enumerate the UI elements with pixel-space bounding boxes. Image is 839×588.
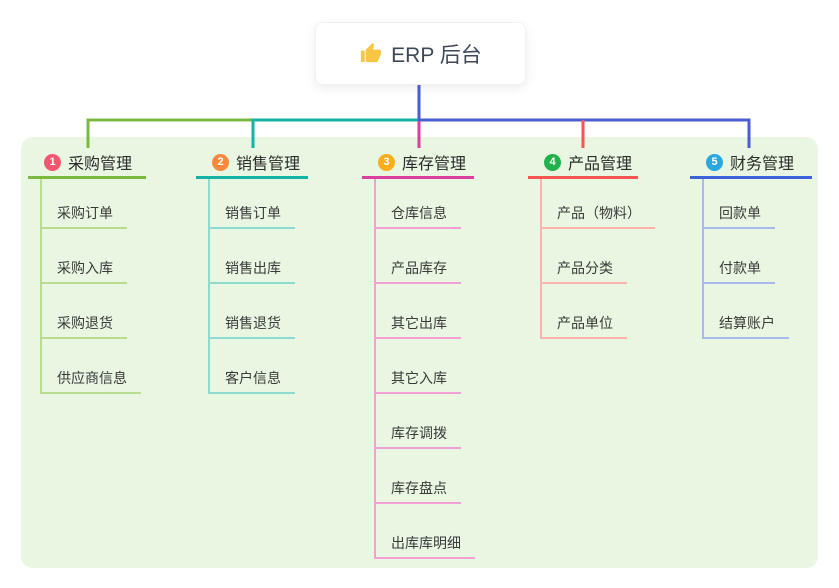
branch-purchase-title[interactable]: 1 采购管理 [28, 148, 146, 179]
node-sales-orders[interactable]: 销售订单 [208, 201, 295, 229]
branch-purchase: 1 采购管理 采购订单 采购入库 采购退货 供应商信息 [28, 148, 146, 394]
branch-sales-subline [208, 179, 210, 394]
connector-branch-1 [86, 118, 253, 148]
badge-1: 1 [44, 153, 61, 171]
branch-sales: 2 销售管理 销售订单 销售出库 销售退货 客户信息 [196, 148, 308, 394]
badge-2: 2 [212, 153, 229, 171]
branch-purchase-subline [40, 179, 42, 394]
node-product-category[interactable]: 产品分类 [540, 256, 627, 284]
branch-inventory-label: 库存管理 [402, 156, 467, 173]
node-purchase-orders[interactable]: 采购订单 [40, 201, 127, 229]
node-stock-count[interactable]: 库存盘点 [374, 476, 461, 504]
connector-branch-5 [417, 118, 751, 148]
root-label: ERP 后台 [391, 43, 482, 67]
branch-inventory: 3 库存管理 仓库信息 产品库存 其它出库 其它入库 库存调拨 库存盘点 出库库… [362, 148, 475, 559]
branch-product-label: 产品管理 [568, 156, 633, 173]
node-other-outbound[interactable]: 其它出库 [374, 311, 461, 339]
thumbs-up-icon [359, 42, 382, 65]
branch-finance-subline [702, 179, 704, 339]
branch-inventory-subline [374, 179, 376, 559]
branch-product: 4 产品管理 产品（物料） 产品分类 产品单位 [528, 148, 655, 339]
node-supplier-info[interactable]: 供应商信息 [40, 366, 141, 394]
node-purchase-returns[interactable]: 采购退货 [40, 311, 127, 339]
node-sales-returns[interactable]: 销售退货 [208, 311, 295, 339]
node-product-unit[interactable]: 产品单位 [540, 311, 627, 339]
node-customer-info[interactable]: 客户信息 [208, 366, 295, 394]
node-products-material[interactable]: 产品（物料） [540, 201, 655, 229]
node-warehouse-info[interactable]: 仓库信息 [374, 201, 461, 229]
node-stock-transfer[interactable]: 库存调拨 [374, 421, 461, 449]
node-product-stock[interactable]: 产品库存 [374, 256, 461, 284]
badge-3: 3 [378, 153, 395, 171]
node-purchase-inbound[interactable]: 采购入库 [40, 256, 127, 284]
mindmap-panel [21, 137, 818, 568]
badge-5: 5 [706, 153, 723, 171]
branch-inventory-title[interactable]: 3 库存管理 [362, 148, 474, 179]
node-payment-doc[interactable]: 付款单 [702, 256, 775, 284]
node-outbound-detail[interactable]: 出库库明细 [374, 531, 475, 559]
branch-purchase-label: 采购管理 [68, 156, 133, 173]
node-settlement-account[interactable]: 结算账户 [702, 311, 789, 339]
node-other-inbound[interactable]: 其它入库 [374, 366, 461, 394]
connector-branch-2 [251, 118, 419, 148]
root-node[interactable]: ERP 后台 [315, 22, 526, 85]
node-sales-outbound[interactable]: 销售出库 [208, 256, 295, 284]
branch-product-title[interactable]: 4 产品管理 [528, 148, 638, 179]
node-collection-doc[interactable]: 回款单 [702, 201, 775, 229]
branch-sales-label: 销售管理 [236, 156, 301, 173]
branch-sales-title[interactable]: 2 销售管理 [196, 148, 308, 179]
branch-finance-label: 财务管理 [730, 156, 795, 173]
badge-4: 4 [544, 153, 561, 171]
branch-finance: 5 财务管理 回款单 付款单 结算账户 [690, 148, 812, 339]
branch-product-subline [540, 179, 542, 339]
branch-finance-title[interactable]: 5 财务管理 [690, 148, 812, 179]
